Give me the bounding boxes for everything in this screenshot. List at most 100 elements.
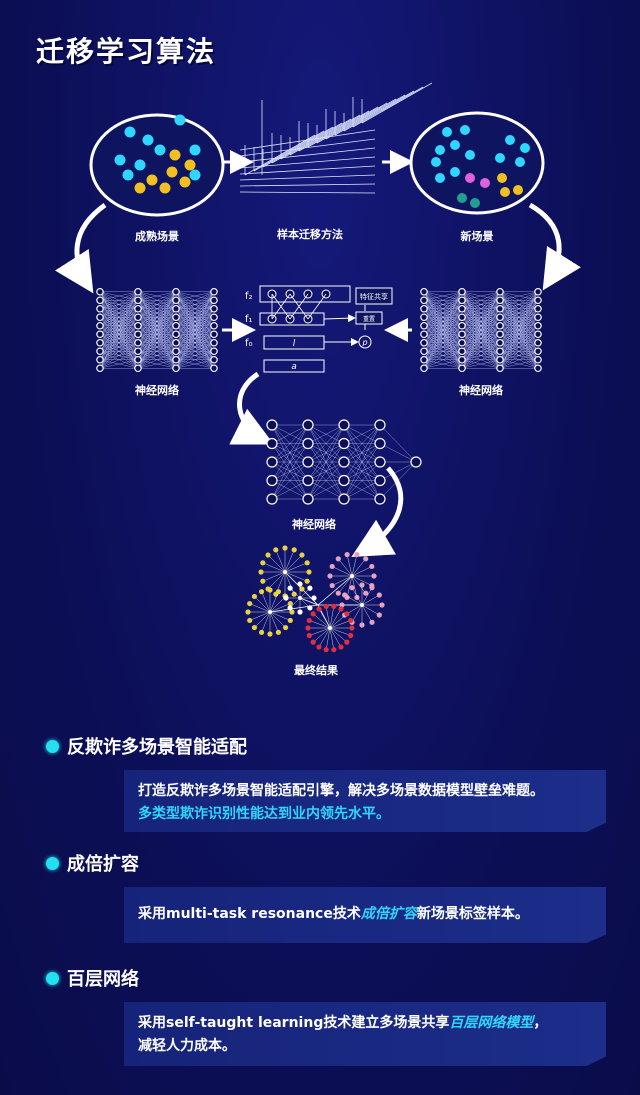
nn-edge xyxy=(175,291,215,318)
graph-node xyxy=(331,647,337,653)
nn-node xyxy=(496,338,504,347)
nn-node xyxy=(210,304,218,313)
curved-arrow-result xyxy=(351,466,404,557)
nn-node xyxy=(534,364,542,373)
new-scene-label: 新场景 xyxy=(461,229,494,243)
l-label: l xyxy=(293,339,296,349)
nn-edge xyxy=(343,424,381,481)
nn-edge xyxy=(499,317,539,369)
nn-edge xyxy=(271,424,309,463)
data-point xyxy=(189,144,201,156)
nn-node xyxy=(96,313,104,322)
graph-node xyxy=(307,605,313,611)
nn-node xyxy=(172,364,180,373)
data-point xyxy=(513,185,523,195)
graph-node xyxy=(306,569,312,575)
nn-edge xyxy=(175,291,215,360)
feature-edge xyxy=(307,293,327,320)
nn-edge xyxy=(175,291,215,309)
nn-edge xyxy=(343,424,381,444)
graph-edge xyxy=(284,549,295,573)
graph-node xyxy=(304,560,310,566)
graph-edge xyxy=(317,575,353,606)
graph-edge xyxy=(313,613,331,629)
graph-node xyxy=(327,573,333,579)
nn-edge xyxy=(423,351,463,369)
card-line: 减轻人力成本。 xyxy=(138,1038,236,1054)
nn-node xyxy=(374,419,386,431)
graph-node xyxy=(339,602,345,608)
graph-edge xyxy=(351,575,358,598)
graph-edge xyxy=(329,606,335,629)
graph-edge xyxy=(361,604,380,616)
bullet-icon xyxy=(46,856,59,870)
grid-line xyxy=(239,183,376,187)
nn-edge xyxy=(271,424,309,500)
data-point xyxy=(435,145,445,155)
nn-node xyxy=(458,287,466,296)
nn-edge xyxy=(423,291,463,326)
nn-edge xyxy=(99,308,139,369)
nn-edge xyxy=(175,334,215,369)
nn-edge xyxy=(271,424,309,481)
data-point xyxy=(166,166,178,178)
grid-line xyxy=(361,82,433,124)
graph-node xyxy=(344,639,350,645)
nn-node xyxy=(302,493,314,505)
graph-node xyxy=(287,585,293,591)
data-point xyxy=(114,154,126,166)
nn-node xyxy=(420,287,428,296)
graph-node xyxy=(310,639,316,645)
graph-edge xyxy=(344,594,363,606)
nn-edge xyxy=(137,359,177,369)
grid-line xyxy=(307,106,379,148)
graph-node xyxy=(283,570,287,574)
nn-edge xyxy=(499,351,539,369)
data-point xyxy=(169,149,181,161)
graph-edge xyxy=(351,558,366,577)
graph-node xyxy=(299,586,305,592)
graph-edge xyxy=(332,566,353,577)
graph-edge xyxy=(269,611,279,633)
nn-node xyxy=(210,338,218,347)
nn-edge xyxy=(99,291,139,309)
graph-node xyxy=(245,609,251,615)
graph-node xyxy=(331,603,337,609)
grid-line xyxy=(271,122,343,164)
nn-node xyxy=(496,313,504,322)
sample-transfer-graphic xyxy=(239,82,433,194)
graph-edge xyxy=(249,611,271,621)
nn-edge xyxy=(307,480,345,500)
grid-line xyxy=(334,94,406,136)
grid-line xyxy=(239,138,376,157)
section-heading: 成倍扩容 xyxy=(67,854,139,875)
nn-edge xyxy=(343,443,381,500)
nn-node xyxy=(96,338,104,347)
graph-node xyxy=(297,581,303,587)
nn-node xyxy=(172,296,180,305)
nn-node xyxy=(172,287,180,296)
graph-node xyxy=(287,600,293,607)
nn-edge xyxy=(307,424,345,444)
graph-node xyxy=(329,582,335,589)
data-point xyxy=(159,182,171,194)
nn-edge xyxy=(99,334,139,369)
nn-edge xyxy=(137,317,177,369)
nn-node xyxy=(420,364,428,373)
nn-edge xyxy=(137,342,177,369)
nn-node xyxy=(210,287,218,296)
nn-edge xyxy=(175,317,215,369)
nn-node xyxy=(496,355,504,364)
nn-edge xyxy=(461,325,501,369)
graph-node xyxy=(350,574,354,578)
sample-method-label: 样本迁移方法 xyxy=(277,227,343,241)
graph-node xyxy=(335,590,341,596)
graph-edge xyxy=(351,587,363,606)
grid-line xyxy=(352,86,424,128)
nn-edge xyxy=(137,300,177,369)
nn-edge xyxy=(99,291,139,318)
nn-node xyxy=(374,493,386,505)
graph-node xyxy=(297,609,303,615)
graph-edge xyxy=(309,627,331,636)
nn-edge xyxy=(175,359,215,369)
